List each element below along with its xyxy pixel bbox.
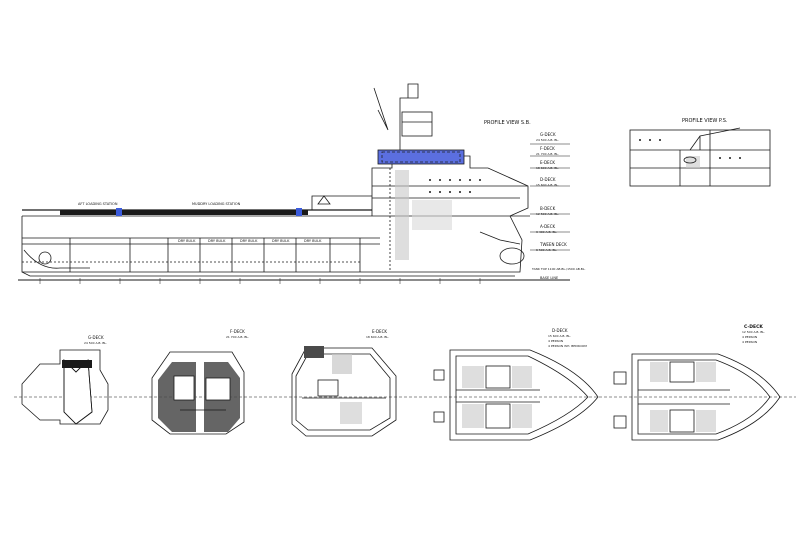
profile-view-sb [18,83,570,284]
deck-level-name: G-DECK [540,132,556,137]
plan-note: 4 PERSON [742,340,757,344]
plan-height: 18 600 A.B. BL. [366,335,389,339]
plan-g-deck [21,349,109,425]
plan-title: E-DECK [372,329,387,334]
deck-level-height: 18 600 A.B. BL. [536,166,559,170]
profile-station-labels: AFT LOADING STATION MUDDRY LOADING STATI… [78,202,322,243]
plan-e-deck [291,346,397,437]
base-line-label: BASE LINE [540,276,558,280]
deck-level-height: 6 500 A.B. BL. [536,248,557,252]
profile-ps-title: PROFILE VIEW P.S. [682,118,728,124]
plan-title: D-DECK [552,328,568,333]
plan-d-deck [433,349,599,441]
station-label: AFT LOADING STATION [78,202,118,206]
plan-height: 12 500 A.B. BL. [742,330,765,334]
hull-label: DRY BULK [178,239,196,243]
plan-title: G-DECK [88,335,104,340]
deck-level-height: 21 700 A.B. BL. [536,152,559,156]
deck-level-name: F-DECK [540,146,555,151]
plan-f-deck [151,351,245,435]
deck-level-height: 9 400 A.B. BL. [536,230,557,234]
plan-note: 4 PERSON WH. BEDROOM [548,344,587,348]
plan-note: 4 PERSON [548,339,563,343]
plan-c-deck [613,353,781,441]
hull-label: DRY BULK [272,239,290,243]
hull-label: DRY BULK [240,239,258,243]
plan-title: C-DECK [744,324,763,330]
deck-level-height: 24 500 A.B. BL. [536,138,559,142]
plan-height: 24 500 A.B. BL. [84,341,107,345]
hull-label: DRY BULK [208,239,226,243]
plan-note: 4 PERSON [742,335,757,339]
deck-level-name: D-DECK [540,177,556,182]
hull-label: DRY BULK [304,239,322,243]
plan-height: 21 700 A.B. BL. [226,335,249,339]
plan-height: 15 600 A.B. BL. [548,334,571,338]
deck-level-height: 15 600 A.B. BL. [536,183,559,187]
tank-top-label: TANK TOP 1100 AB.BL./1500 AB.BL. [531,267,586,271]
deck-level-name: TWEEN DECK [539,242,567,247]
deck-level-name: E-DECK [540,160,555,165]
deck-level-height: 12 500 A.B. BL. [536,212,559,216]
deck-level-labels: G-DECK 24 500 A.B. BL. F-DECK 21 700 A.B… [531,132,586,280]
profile-sb-title: PROFILE VIEW S.B. [484,120,531,126]
profile-view-ps [629,127,771,187]
station-label: MUDDRY LOADING STATION [192,202,241,206]
deck-level-name: B-DECK [540,206,556,211]
plan-title: F-DECK [230,329,245,334]
deck-level-name: A-DECK [540,224,555,229]
